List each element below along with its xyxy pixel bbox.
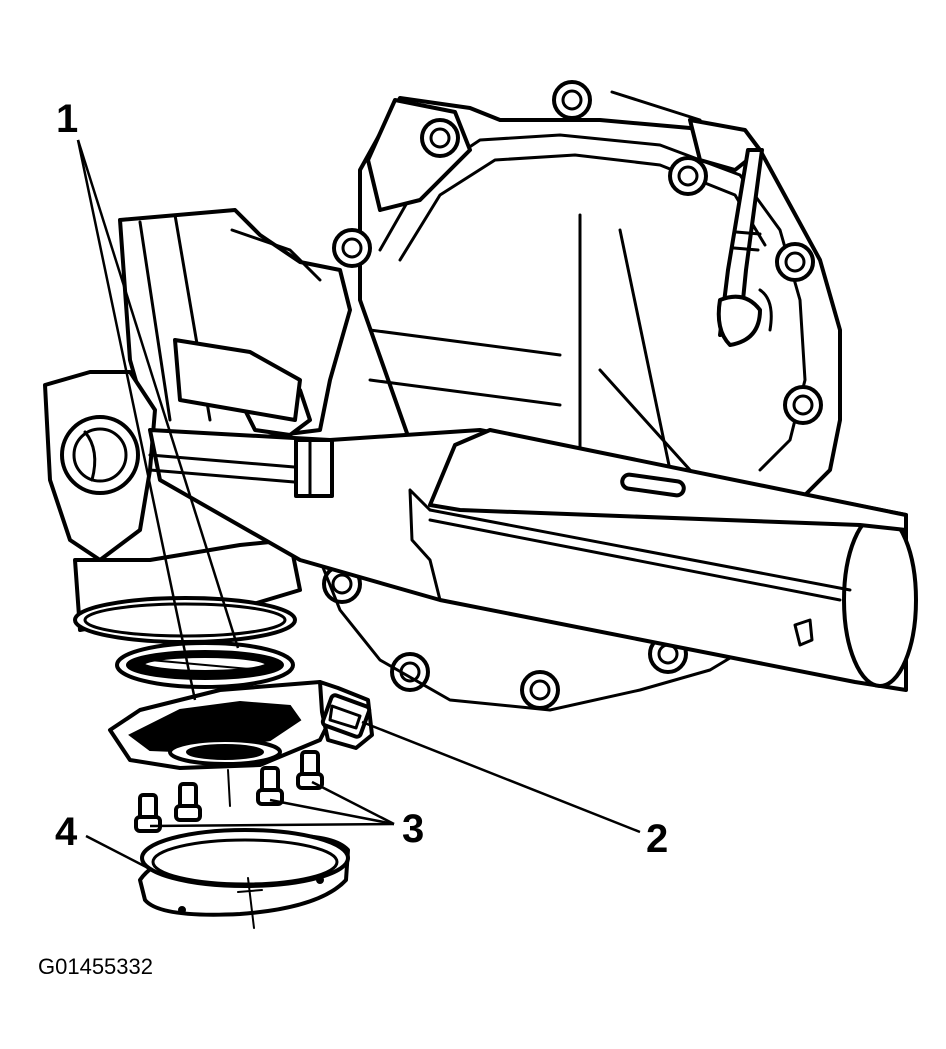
bolt-head bbox=[668, 156, 708, 196]
callout-3: 3 bbox=[402, 807, 424, 851]
bolt bbox=[134, 793, 162, 833]
figure-id: G01455332 bbox=[38, 954, 153, 979]
cover-bolts-loose bbox=[134, 750, 324, 833]
bolt bbox=[256, 766, 284, 806]
reluctor-ring bbox=[115, 641, 295, 689]
callout-3-leader-c bbox=[311, 780, 395, 826]
bolt bbox=[296, 750, 324, 790]
callout-1: 1 bbox=[56, 97, 78, 141]
sensor-body bbox=[108, 680, 374, 770]
bolt-head bbox=[520, 670, 560, 710]
callout-4: 4 bbox=[55, 810, 78, 854]
callout-2: 2 bbox=[646, 817, 668, 861]
bolt-head bbox=[783, 385, 823, 425]
callout-3-leader-b bbox=[269, 798, 395, 826]
lower-flange bbox=[318, 558, 762, 712]
bolt-head bbox=[775, 242, 815, 282]
differential-cover bbox=[358, 90, 842, 502]
callout-1-leader-a bbox=[76, 139, 240, 649]
bolt-head bbox=[420, 118, 460, 158]
callout-3-leader-a bbox=[149, 822, 395, 828]
bolt-head bbox=[552, 80, 592, 120]
callout-1-leader-b bbox=[76, 139, 197, 701]
bolt bbox=[174, 782, 202, 822]
cover-plate bbox=[138, 828, 350, 929]
axle-tube bbox=[148, 428, 918, 692]
callout-2-leader bbox=[361, 720, 641, 834]
callout-4-leader bbox=[85, 834, 153, 872]
axle-housing-casting bbox=[43, 208, 352, 644]
vent-hose bbox=[716, 148, 773, 347]
bolt-head bbox=[332, 228, 372, 268]
